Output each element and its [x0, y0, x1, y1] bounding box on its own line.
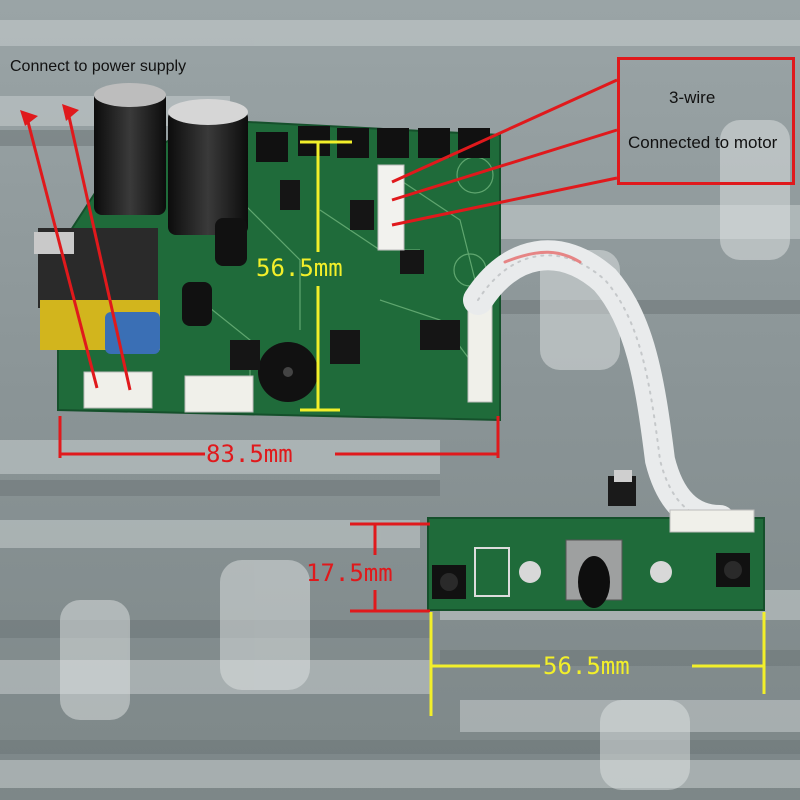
- small-width-dimension: 56.5mm: [543, 652, 630, 680]
- button-board: [427, 470, 765, 611]
- three-wire-label: 3-wire: [669, 88, 716, 107]
- motor-label-box: [617, 57, 795, 185]
- motor-connection-label: Connected to motor: [628, 133, 778, 152]
- main-width-dimension-line: [58, 416, 500, 458]
- main-width-dimension: 83.5mm: [206, 440, 293, 468]
- main-height-dimension-line: [300, 140, 352, 412]
- ribbon-cable: [463, 240, 735, 535]
- power-supply-arrows: [20, 104, 132, 391]
- small-height-dimension: 17.5mm: [306, 559, 393, 587]
- main-height-dimension: 56.5mm: [256, 254, 343, 282]
- small-width-dimension-line: [429, 612, 766, 716]
- main-control-board: [34, 83, 501, 422]
- power-supply-label: Connect to power supply: [10, 58, 187, 75]
- small-height-dimension-line: [350, 522, 430, 613]
- motor-wire-arrows: [391, 78, 618, 227]
